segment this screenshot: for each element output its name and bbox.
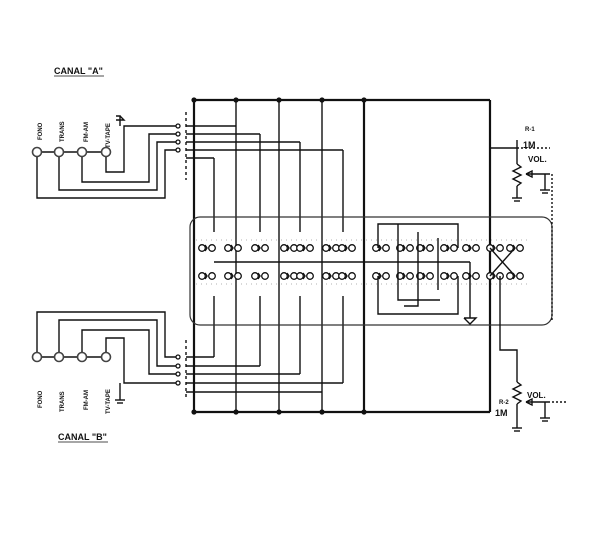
switch-blade: [286, 272, 290, 280]
canal-a-input-tv-tape: TV-TAPE: [106, 123, 112, 148]
switch-contact: [406, 244, 414, 252]
switch-contact: [338, 244, 346, 252]
switch-contact: [296, 272, 304, 280]
pot-bottom-label: VOL.: [527, 391, 546, 400]
switch-contact: [208, 272, 216, 280]
switch-contact: [280, 244, 288, 252]
switch-contact: [440, 272, 448, 280]
selector-switch-body: [189, 216, 553, 326]
canal-b-input-fono: FONO: [38, 390, 44, 408]
switch-contact: [462, 272, 470, 280]
switch-blade: [302, 244, 306, 252]
switch-internal-wiring: [214, 223, 516, 325]
canal-a-routing: [186, 125, 344, 232]
canal-b-input-trans: TRANS: [60, 391, 66, 412]
switch-blade: [402, 244, 406, 252]
volume-pot-bottom: VOL. R-2 1M: [495, 276, 568, 432]
switch-contact: [516, 244, 524, 252]
switch-blade: [230, 272, 234, 280]
switch-contact: [382, 272, 390, 280]
switch-blade: [446, 244, 450, 252]
input-terminals: [175, 112, 187, 400]
switch-contact: [338, 272, 346, 280]
switch-blade: [257, 272, 261, 280]
switch-blade: [492, 244, 496, 252]
switch-contact: [472, 272, 480, 280]
canal-b-input-fm-am: FM-AM: [84, 390, 90, 410]
switch-contact: [224, 244, 232, 252]
canal-a-label: CANAL "A": [54, 66, 103, 76]
switch-contact: [234, 272, 242, 280]
switch-contact: [198, 272, 206, 280]
switch-blade: [422, 272, 426, 280]
switch-contact: [348, 272, 356, 280]
switch-blade: [378, 244, 382, 252]
canal-a-input-fono: FONO: [38, 122, 44, 140]
switch-contact: [251, 244, 259, 252]
canal-b-routing: [186, 296, 344, 393]
switch-contact: [234, 244, 242, 252]
switch-contact: [251, 272, 259, 280]
switch-blade: [344, 244, 348, 252]
switch-contact: [472, 244, 480, 252]
switch-blade: [468, 244, 472, 252]
switch-contact: [450, 272, 458, 280]
switch-contact: [322, 244, 330, 252]
canal-b-input-jacks: FONO TRANS FM-AM TV-TAPE: [31, 311, 176, 414]
switch-contact: [506, 272, 514, 280]
switch-blade: [328, 244, 332, 252]
switch-blade: [230, 244, 234, 252]
canal-b-label: CANAL "B": [58, 432, 107, 442]
switch-blade: [302, 272, 306, 280]
switch-contact: [306, 272, 314, 280]
switch-blade: [204, 272, 208, 280]
switch-contact: [322, 272, 330, 280]
switch-blade: [492, 272, 496, 280]
switch-frame: [191, 97, 492, 415]
switch-blade: [204, 244, 208, 252]
switch-contact: [280, 272, 288, 280]
switch-blade: [344, 272, 348, 280]
switch-contact: [198, 244, 206, 252]
switch-contact: [224, 272, 232, 280]
switch-contact: [462, 244, 470, 252]
switch-contact: [382, 244, 390, 252]
switch-contact: [296, 244, 304, 252]
switch-contact: [440, 244, 448, 252]
switch-contact: [406, 272, 414, 280]
switch-contact: [496, 244, 504, 252]
volume-pot-top: R-1 1M VOL.: [489, 100, 553, 320]
switch-contact: [261, 244, 269, 252]
canal-a-input-fm-am: FM-AM: [84, 122, 90, 142]
pot-top-ref: R-1: [525, 127, 535, 133]
switch-blade: [422, 244, 426, 252]
switch-contacts: [196, 239, 528, 285]
switch-contact: [506, 244, 514, 252]
pot-bottom-value: 1M: [495, 408, 508, 418]
canal-b-input-tv-tape: TV-TAPE: [106, 389, 112, 414]
pot-top-label: VOL.: [528, 155, 547, 164]
switch-blade: [286, 244, 290, 252]
canal-a-input-trans: TRANS: [60, 121, 66, 142]
canal-a-input-jacks: FONO TRANS FM-AM TV-TAPE: [31, 115, 176, 199]
switch-blade: [257, 244, 261, 252]
switch-contact: [306, 244, 314, 252]
switch-contact: [208, 244, 216, 252]
switch-contact: [348, 244, 356, 252]
switch-contact: [516, 272, 524, 280]
switch-blade: [446, 272, 450, 280]
switch-contact: [261, 272, 269, 280]
switch-contact: [426, 244, 434, 252]
switch-blade: [328, 272, 332, 280]
switch-contact: [426, 272, 434, 280]
pot-top-value: 1M: [523, 140, 536, 150]
switch-blade: [378, 272, 382, 280]
switch-contact: [450, 244, 458, 252]
switch-blade: [402, 272, 406, 280]
pot-bottom-ref: R-2: [499, 400, 509, 406]
